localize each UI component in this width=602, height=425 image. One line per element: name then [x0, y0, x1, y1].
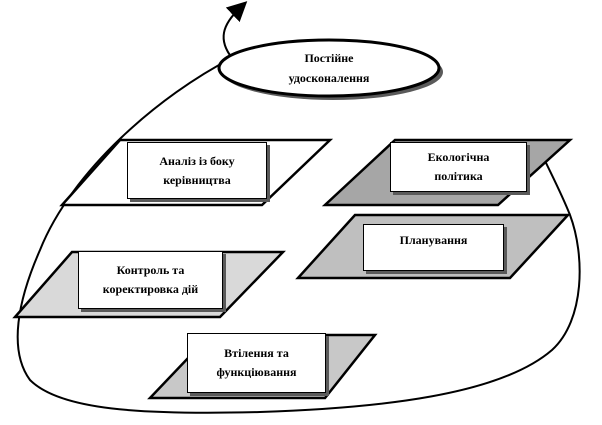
stage-label-policy-line1: Екологічна [427, 150, 490, 164]
center-label-line2: удосконалення [288, 71, 370, 85]
stage-label-planning: Планування [363, 224, 504, 271]
stage-label-control-line1: Контроль та [116, 263, 185, 277]
stage-label-policy-line2: політика [434, 169, 483, 183]
stage-label-analysis: Аналіз із боку керівництва [127, 142, 267, 199]
stage-label-implementation-line2: функціювання [216, 365, 297, 379]
stage-label-planning-line1: Планування [399, 233, 468, 247]
center-ellipse [217, 38, 441, 98]
center-label: Постійне удосконалення [252, 46, 406, 90]
stage-label-control: Контроль та коректировка дій [78, 251, 223, 309]
stage-label-analysis-line2: керівництва [163, 172, 231, 187]
stage-label-implementation-line1: Втілення та [224, 346, 289, 360]
stage-label-analysis-line1: Аналіз із боку [159, 153, 235, 168]
cycle-arrow-path [222, 1, 248, 59]
center-label-line1: Постійне [304, 51, 354, 65]
stage-label-policy: Екологічна політика [390, 142, 527, 192]
stage-label-control-line2: коректировка дій [102, 282, 199, 296]
stage-label-implementation: Втілення та функціювання [187, 333, 326, 393]
cycle-loop-path [16, 57, 581, 414]
